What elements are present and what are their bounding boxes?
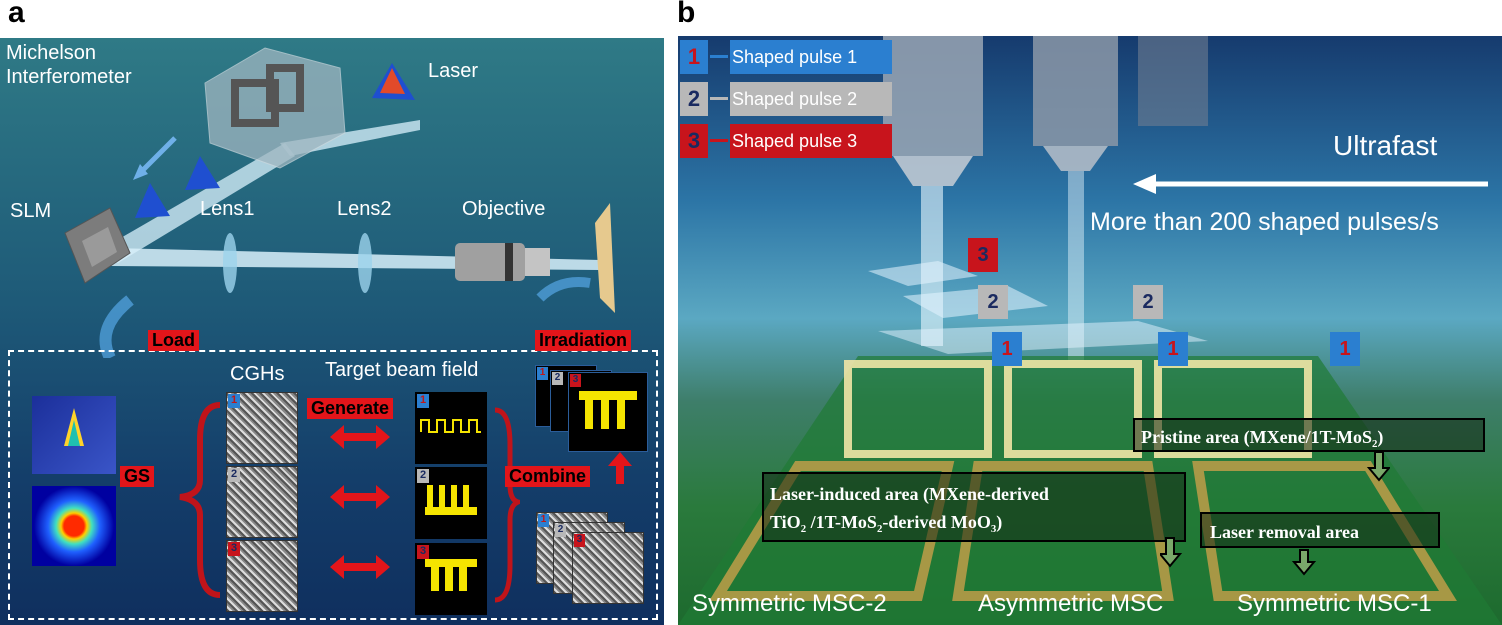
- legend-label-2: Shaped pulse 2: [730, 82, 892, 116]
- laser-induced-line1: Laser-induced area (MXene-derived: [770, 484, 1049, 504]
- target-tag-1: 1: [417, 394, 429, 408]
- right-brace: [494, 407, 520, 603]
- cgh-dashed-box: [8, 350, 658, 620]
- lens2-shape: [358, 233, 372, 293]
- load-label: Load: [148, 330, 199, 351]
- stack-tag-2: 2: [552, 372, 563, 385]
- legend-arrow-1: [710, 55, 728, 58]
- michelson-label: Michelson Interferometer: [6, 42, 132, 88]
- combined-target-front: [568, 372, 648, 452]
- lens2-label: Lens2: [337, 198, 392, 220]
- cghs-label: CGHs: [230, 363, 285, 385]
- legend-arrow-2: [710, 97, 728, 100]
- gs-profile-3d: [32, 396, 116, 474]
- legend-num-1: 1: [680, 40, 708, 74]
- devices-lit: [844, 360, 1312, 458]
- cstack-tag-1: 1: [538, 514, 549, 527]
- stack-tag-1: 1: [537, 367, 548, 380]
- scene-tag-1a: 1: [992, 332, 1022, 366]
- pristine-sub: 2: [1371, 438, 1378, 450]
- scene-tag-3: 3: [968, 238, 998, 272]
- objective-body: [455, 243, 525, 281]
- scene-tag-1b: 1: [1158, 332, 1188, 366]
- cstack-tag-3: 3: [574, 534, 585, 547]
- objective-right: [1138, 36, 1208, 126]
- combine-label: Combine: [505, 466, 591, 487]
- scene-tag-1c: 1: [1330, 332, 1360, 366]
- objective-left: [883, 36, 983, 156]
- pristine-area-box: Pristine area (MXene/1T-MoS2): [1133, 418, 1485, 452]
- objective-label: Objective: [462, 198, 546, 220]
- pristine-text: Pristine area (MXene/1T-MoS: [1141, 427, 1372, 447]
- gs-profile-2d: [32, 486, 116, 566]
- laser-induced-line2: TiO2 /1T-MoS2-derived MoO3): [770, 512, 1003, 535]
- panel-b-letter: b: [677, 0, 696, 29]
- target-tag-3: 3: [417, 545, 429, 559]
- laser-removal-box: Laser removal area: [1200, 512, 1440, 548]
- msc-left-label: Symmetric MSC-2: [692, 590, 887, 617]
- legend-label-3: Shaped pulse 3: [730, 124, 892, 158]
- panel-a-letter: a: [8, 0, 25, 29]
- objective-mid: [1033, 36, 1118, 146]
- pristine-suffix: ): [1377, 427, 1384, 447]
- mirror-2: [266, 64, 304, 112]
- pulse-rate-label: More than 200 shaped pulses/s: [1090, 208, 1439, 236]
- msc-right-label: Symmetric MSC-1: [1237, 590, 1432, 617]
- optical-setup: [64, 47, 615, 358]
- sample-plate: [595, 203, 615, 313]
- laser-induced-box: Laser-induced area (MXene-derived TiO2 /…: [762, 472, 1186, 542]
- laser-label: Laser: [428, 60, 479, 82]
- cgh-tag-3: 3: [228, 542, 240, 556]
- ultrafast-label: Ultrafast: [1333, 130, 1438, 161]
- up-arrow: [608, 452, 632, 484]
- target-beam-field-label: Target beam field: [325, 359, 479, 381]
- msc-mid-label: Asymmetric MSC: [978, 590, 1164, 617]
- lens1-shape: [223, 233, 237, 293]
- cgh-tag-2: 2: [228, 468, 240, 482]
- target-tag-2: 2: [417, 469, 429, 483]
- scene-tag-2b: 2: [1133, 285, 1163, 319]
- irradiation-label: Irradiation: [535, 330, 632, 351]
- double-arrows: [330, 425, 390, 579]
- cstack-tag-2: 2: [555, 524, 566, 537]
- legend-arrow-3: [710, 139, 728, 142]
- scene-tag-2a: 2: [978, 285, 1008, 319]
- lens1-label: Lens1: [200, 198, 255, 220]
- mirror-1: [231, 79, 279, 127]
- pulse-legend: 1 Shaped pulse 1 2 Shaped pulse 2 3 Shap…: [680, 40, 892, 158]
- gs-label: GS: [120, 466, 155, 487]
- legend-num-3: 3: [680, 124, 708, 158]
- legend-label-1: Shaped pulse 1: [730, 40, 892, 74]
- generate-label: Generate: [307, 398, 394, 419]
- slm-label: SLM: [10, 200, 52, 222]
- braces: [179, 402, 221, 598]
- legend-num-2: 2: [680, 82, 708, 116]
- annotation-arrows: [1160, 451, 1390, 576]
- cgh-tag-1: 1: [228, 394, 240, 408]
- beam-to-slm: [100, 143, 295, 263]
- stack-tag-3: 3: [570, 374, 581, 387]
